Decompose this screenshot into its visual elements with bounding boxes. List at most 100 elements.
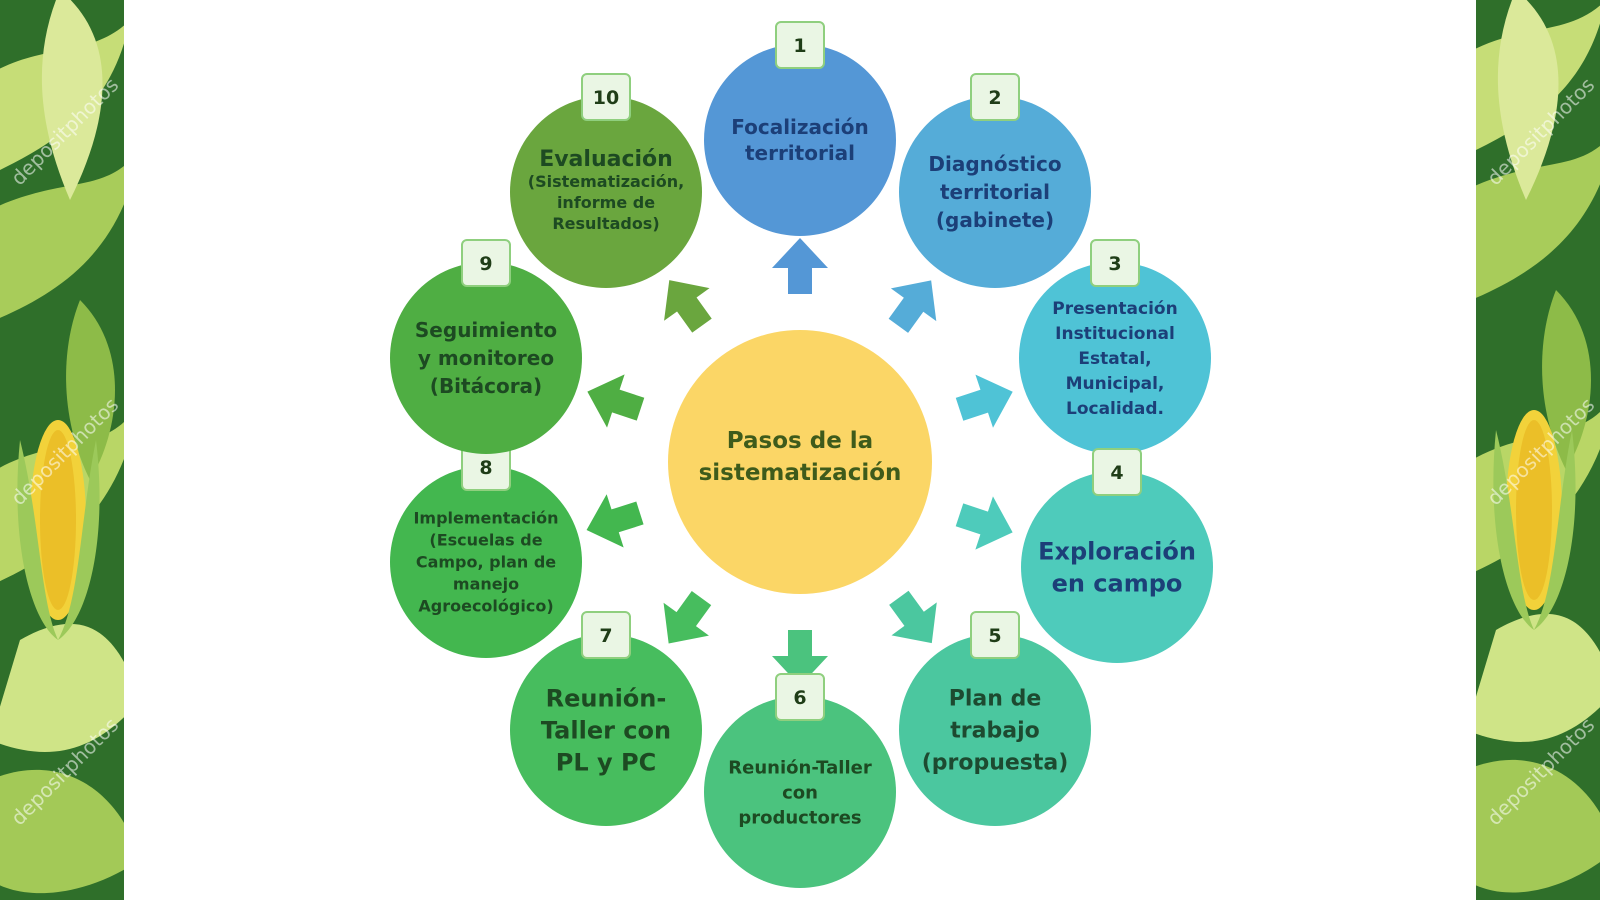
step-number: 3 <box>1108 253 1121 275</box>
step-label-line: productores <box>738 807 861 828</box>
step-number: 7 <box>599 625 612 647</box>
arrow-shape <box>664 280 712 333</box>
arrow-shape <box>587 374 645 428</box>
step-label-line: Localidad. <box>1066 399 1164 419</box>
arrow-step-1 <box>772 238 828 294</box>
step-number-badge <box>970 611 1020 659</box>
step-label-line: y monitoreo <box>418 346 554 370</box>
step-circle <box>390 466 582 658</box>
step-label-line: Taller con <box>541 716 671 744</box>
step-circle <box>704 696 896 888</box>
step-label-line: en campo <box>1052 569 1183 597</box>
step-number-badge <box>970 73 1020 121</box>
step-label: Implementación (Escuelas de Campo, plan de… <box>413 509 558 616</box>
step-number: 6 <box>793 687 806 709</box>
step-circle <box>510 96 702 288</box>
step-label: Diagnóstico territorial (gabinete) <box>928 152 1061 232</box>
arrow-shape <box>889 590 937 644</box>
step-label-line: Evaluación <box>539 147 673 172</box>
step-number: 5 <box>988 625 1001 647</box>
step-4: Exploración en campo 4 <box>1021 448 1213 663</box>
step-label-line: PL y PC <box>556 748 656 776</box>
arrow-step-7 <box>663 591 712 644</box>
arrows-group <box>586 238 1013 686</box>
step-label: Evaluación(Sistematización, informe de Res… <box>528 147 684 233</box>
arrow-step-4 <box>955 496 1013 550</box>
step-label-line: Plan de <box>949 687 1042 712</box>
step-10: Evaluación(Sistematización, informe de Res… <box>510 73 702 288</box>
step-label-line: territorial <box>745 141 855 165</box>
step-circle <box>390 262 582 454</box>
arrow-shape <box>772 238 828 294</box>
center-circle <box>668 330 932 594</box>
step-label-line: Diagnóstico <box>928 152 1061 176</box>
step-label-line: Campo, plan de <box>416 553 556 572</box>
arrow-step-2 <box>888 280 937 333</box>
step-circle <box>704 44 896 236</box>
step-label-line: Municipal, <box>1066 374 1165 394</box>
arrow-shape <box>586 494 644 548</box>
arrow-step-10 <box>664 280 712 333</box>
step-number: 1 <box>793 35 806 57</box>
arrow-shape <box>663 591 712 644</box>
step-label-line: (Sistematización, <box>528 172 684 191</box>
step-label-line: Presentación <box>1052 299 1177 319</box>
step-number-badge <box>1090 239 1140 287</box>
arrow-step-9 <box>587 374 645 428</box>
arrow-step-3 <box>955 374 1013 428</box>
step-label-line: territorial <box>940 180 1050 204</box>
step-label-line: Resultados) <box>552 214 659 233</box>
step-number-badge <box>581 611 631 659</box>
step-number: 10 <box>593 87 619 109</box>
step-number: 4 <box>1110 462 1123 484</box>
arrow-shape <box>772 630 828 686</box>
step-number-badge <box>1092 448 1142 496</box>
arrow-shape <box>955 374 1013 428</box>
step-label-line: Agroecológico) <box>418 597 553 616</box>
step-label-line: (propuesta) <box>922 751 1069 776</box>
step-label-line: trabajo <box>950 719 1039 744</box>
step-number-badge <box>775 673 825 721</box>
step-label-line: informe de <box>557 193 655 212</box>
step-5: Plan de trabajo (propuesta) 5 <box>899 611 1091 826</box>
step-label-line: Reunión- <box>546 684 667 712</box>
step-label-line: Reunión-Taller <box>728 757 872 778</box>
arrow-step-6 <box>772 630 828 686</box>
arrow-shape <box>888 280 937 333</box>
center-title-line: sistematización <box>699 460 902 486</box>
step-circle <box>899 634 1091 826</box>
step-circle <box>1021 471 1213 663</box>
step-number: 9 <box>479 253 492 275</box>
step-number-badge <box>581 73 631 121</box>
step-circle <box>1019 262 1211 454</box>
step-8: Implementación (Escuelas de Campo, plan de… <box>390 443 582 658</box>
step-label-line: manejo <box>453 575 519 594</box>
step-label-line: Focalización <box>731 115 868 139</box>
step-label-line: Implementación <box>413 509 558 528</box>
center-title-line: Pasos de la <box>727 428 873 454</box>
step-number-badge <box>461 239 511 287</box>
step-label-line: Institucional <box>1055 324 1175 344</box>
step-label-line: (gabinete) <box>936 208 1054 232</box>
step-label-line: Estatal, <box>1078 349 1151 369</box>
step-6: Reunión-Taller con productores 6 <box>704 673 896 888</box>
step-label-line: Exploración <box>1038 537 1196 565</box>
step-label-line: (Escuelas de <box>429 531 542 550</box>
arrow-step-5 <box>889 590 937 644</box>
step-circle <box>899 96 1091 288</box>
center-title: Pasos de la sistematización <box>699 428 902 486</box>
step-label: Plan de trabajo (propuesta) <box>922 687 1069 776</box>
step-label-line: con <box>782 782 818 803</box>
step-7: Reunión- Taller con PL y PC 7 <box>510 611 702 826</box>
step-label-line: Seguimiento <box>415 318 557 342</box>
